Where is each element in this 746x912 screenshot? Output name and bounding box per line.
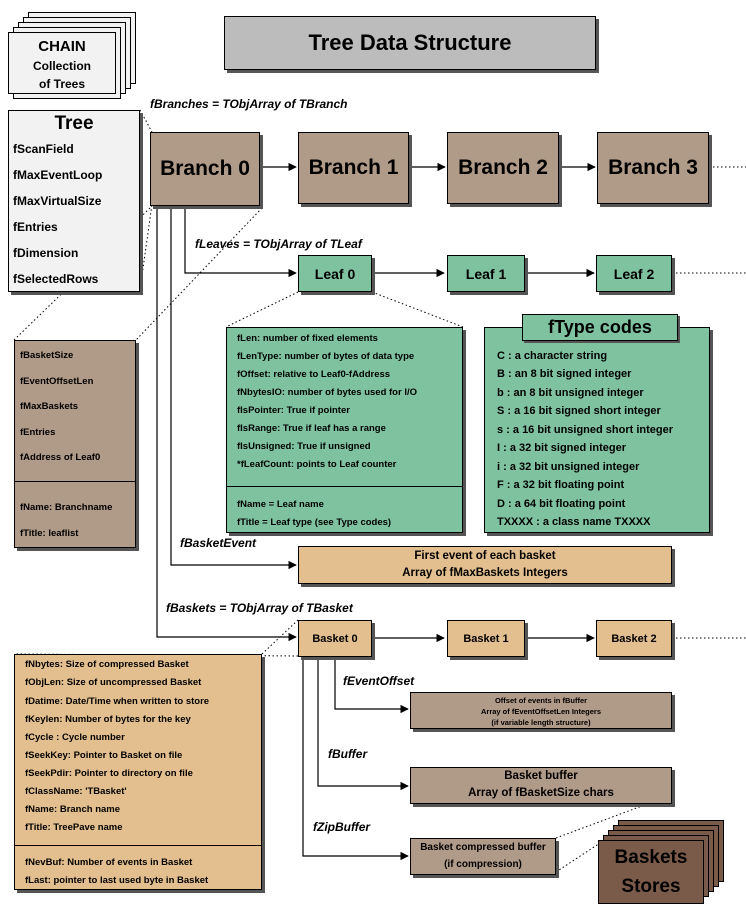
leaf-info-box: fLen: number of fixed elements fLenType:… (226, 327, 463, 533)
leaf-info-name: fTitle = Leaf type (see Type codes) (237, 517, 392, 528)
basket-buffer-box: Basket buffer Array of fBasketSize chars (410, 767, 672, 804)
branch-info-field: fAddress of Leaf0 (20, 452, 101, 463)
offset-line3: (if variable length structure) (491, 718, 591, 727)
branch-1[interactable]: Branch 1 (298, 132, 409, 204)
leaf-info-name: fName = Leaf name (237, 499, 324, 510)
buffer-line1: Basket buffer (504, 770, 578, 782)
basket-info-field: fCycle : Cycle number (25, 732, 125, 743)
baskets-label: fBaskets = TObjArray of TBasket (166, 601, 353, 615)
event-offset-label: fEventOffset (343, 674, 415, 688)
ftype-box: C : a character string B : an 8 bit sign… (484, 327, 710, 533)
ftype-code: s : a 16 bit unsigned short integer (497, 424, 674, 436)
tree-field: fMaxVirtualSize (13, 194, 102, 208)
offset-line2: Array of fEventOffsetLen Integers (480, 707, 602, 716)
first-event-box: First event of each basket Array of fMax… (298, 546, 672, 584)
branch-info-name: fName: Branchname (20, 502, 113, 513)
leaf-info-field: fIsUnsigned: True if unsigned (237, 441, 371, 452)
stores-box: Baskets Stores (598, 840, 704, 904)
basket-1[interactable]: Basket 1 (447, 620, 525, 657)
ftype-code: S : a 16 bit signed short integer (497, 405, 661, 417)
chain-line2: of Trees (38, 77, 86, 91)
ftype-code: C : a character string (497, 350, 608, 362)
chain-box: CHAIN Collection of Trees (8, 32, 116, 94)
tree-field: fDimension (13, 246, 79, 260)
branch-info-box: fBasketSize fEventOffsetLen fMaxBaskets … (14, 340, 136, 548)
tree-field: fEntries (13, 220, 58, 234)
ftype-code: i : a 32 bit unsigned integer (497, 461, 640, 473)
leaf-info-field: fLen: number of fixed elements (237, 333, 378, 344)
divider (15, 845, 261, 846)
ftype-code: F : a 32 bit floating point (497, 479, 625, 491)
chain-line1: Collection (32, 59, 91, 73)
basket-info-field: fName: Branch name (25, 804, 121, 815)
stores-line2: Stores (621, 876, 681, 897)
branch-info-field: fEventOffsetLen (20, 376, 94, 387)
leaf-info-field: fIsRange: True if leaf has a range (237, 423, 386, 434)
branch-0[interactable]: Branch 0 (150, 132, 260, 206)
leaves-label: fLeaves = TObjArray of TLeaf (195, 237, 362, 251)
first-event-line2: Array of fMaxBaskets Integers (402, 567, 568, 579)
leaf-2[interactable]: Leaf 2 (596, 255, 672, 292)
zip-line2: (if compression) (444, 859, 522, 870)
leaf-info-field: fOffset: relative to Leaf0-fAddress (237, 369, 391, 380)
page-title: Tree Data Structure (224, 16, 596, 70)
divider (15, 481, 135, 482)
ftype-code: D : a 64 bit floating point (497, 498, 626, 510)
leaf-info-field: fNbytesIO: number of bytes used for I/O (237, 387, 417, 398)
leaf-info-field: fLenType: number of bytes of data type (237, 351, 415, 362)
divider (227, 486, 462, 487)
tree-field: fScanField (13, 142, 74, 156)
chain-title: CHAIN (38, 38, 86, 55)
first-event-line1: First event of each basket (414, 550, 556, 562)
event-offset-box: Offset of events in fBuffer Array of fEv… (410, 692, 672, 729)
zip-buffer-label: fZipBuffer (313, 820, 371, 834)
ftype-code: TXXXX : a class name TXXXX (497, 516, 651, 528)
branch-2[interactable]: Branch 2 (447, 132, 559, 204)
offset-line1: Offset of events in fBuffer (494, 696, 588, 705)
branch-info-field: fMaxBaskets (20, 401, 79, 412)
branch-info-field: fBasketSize (20, 350, 74, 361)
branch-3[interactable]: Branch 3 (597, 132, 709, 204)
tree-title: Tree (54, 113, 94, 134)
basket-0[interactable]: Basket 0 (298, 620, 372, 657)
tree-field: fSelectedRows (13, 272, 99, 286)
tree-field: fMaxEventLoop (13, 168, 103, 182)
branches-label: fBranches = TObjArray of TBranch (150, 97, 348, 111)
branch-info-name: fTitle: leaflist (20, 528, 79, 539)
zip-line1: Basket compressed buffer (420, 842, 546, 853)
basket-info-field: fNbytes: Size of compressed Basket (25, 659, 189, 670)
basket-info-field: fKeylen: Number of bytes for the key (25, 714, 191, 725)
leaf-info-field: fIsPointer: True if pointer (237, 405, 350, 416)
basket-info-box: fNbytes: Size of compressed Basket fObjL… (14, 654, 262, 890)
basket-info-field: fSeekPdir: Pointer to directory on file (25, 768, 193, 779)
branch-info-field: fEntries (20, 427, 56, 438)
compressed-buffer-box: Basket compressed buffer (if compression… (410, 838, 556, 875)
ftype-title: fType codes (522, 314, 678, 341)
basket-info-field: fDatime: Date/Time when written to store (25, 696, 210, 707)
basket-info-field: fObjLen: Size of uncompressed Basket (25, 677, 202, 688)
ftype-code: I : a 32 bit signed integer (497, 442, 626, 454)
basket-info-extra: fLast: pointer to last used byte in Bask… (25, 875, 209, 886)
basket-info-extra: fNevBuf: Number of events in Basket (25, 857, 193, 868)
basket-info-field: fTitle: TreePave name (25, 822, 123, 833)
tree-box: Tree fScanField fMaxEventLoop fMaxVirtua… (8, 110, 140, 292)
leaf-info-field: *fLeafCount: points to Leaf counter (237, 459, 397, 470)
ftype-code: B : an 8 bit signed integer (497, 368, 632, 380)
leaf-1[interactable]: Leaf 1 (447, 255, 525, 292)
stores-line1: Baskets (614, 847, 688, 868)
leaf-0[interactable]: Leaf 0 (298, 255, 372, 292)
basket-info-field: fClassName: 'TBasket' (25, 786, 127, 797)
ftype-code: b : an 8 bit unsigned integer (497, 387, 644, 399)
basket-event-label: fBasketEvent (180, 536, 257, 550)
buffer-label: fBuffer (328, 747, 368, 761)
buffer-line2: Array of fBasketSize chars (468, 787, 614, 799)
basket-info-field: fSeekKey: Pointer to Basket on file (25, 750, 183, 761)
basket-2[interactable]: Basket 2 (596, 620, 672, 657)
